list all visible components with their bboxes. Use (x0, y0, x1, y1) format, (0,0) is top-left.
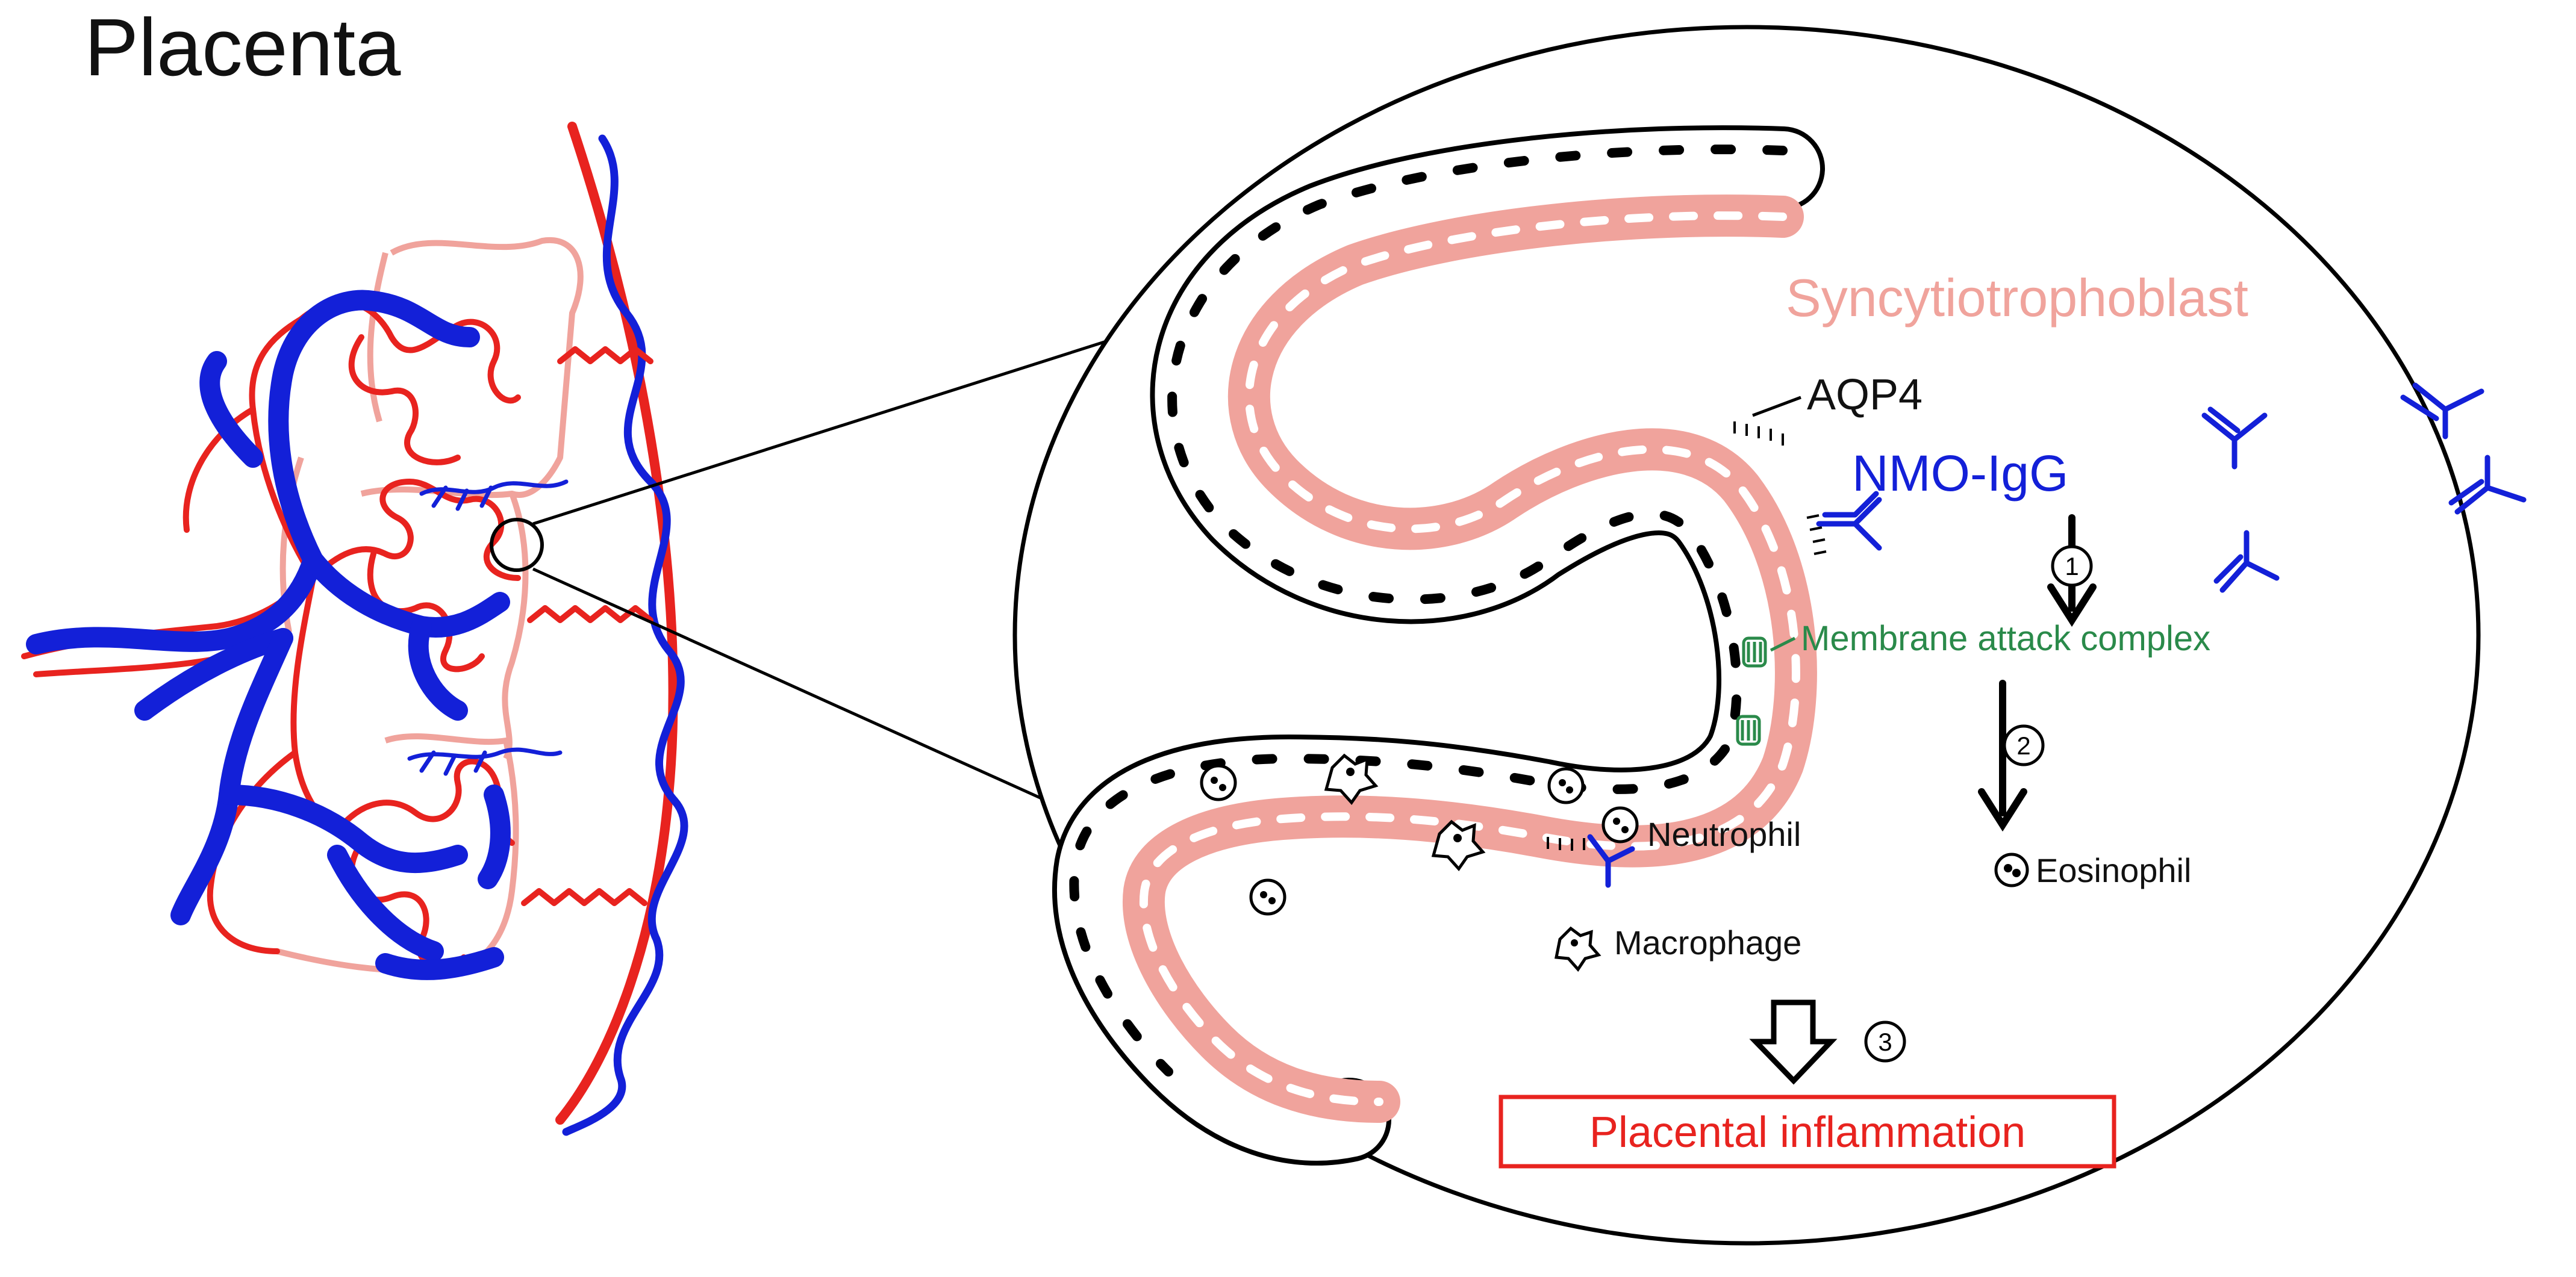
villus-tissue (1052, 125, 1825, 1166)
nmo-igg-label: NMO-IgG (1852, 445, 2068, 502)
neutrophil-cell (1547, 767, 1585, 804)
nmo-igg-antibodies (1587, 382, 2527, 888)
inflammation-arrow (1749, 999, 1838, 1085)
neutrophil-label: Neutrophil (1647, 815, 1801, 853)
macrophage-label: Macrophage (1614, 924, 1801, 962)
syncytiotrophoblast-label: Syncytiotrophoblast (1786, 268, 2248, 328)
aqp4-channels (1547, 421, 1827, 851)
neutrophil-cell (1249, 878, 1286, 916)
eosinophil-label: Eosinophil (2036, 851, 2191, 889)
macrophage-cell (1324, 753, 1379, 806)
macrophage-cell (1431, 819, 1486, 872)
aqp4-label: AQP4 (1807, 371, 1923, 419)
zoom-line-top (532, 329, 1139, 526)
step-markers (1864, 545, 2093, 1063)
inflammation-label: Placental inflammation (1589, 1108, 2026, 1157)
inflammation-box (1499, 1095, 2116, 1169)
step-1: 1 (2065, 552, 2079, 580)
zoom-line-bottom (532, 567, 1061, 809)
maternal-wall-arc (555, 122, 678, 1125)
placenta-overview (21, 122, 688, 1136)
step-3: 3 (1878, 1028, 1892, 1056)
zoom-circle (490, 518, 544, 572)
mac-label: Membrane attack complex (1801, 619, 2210, 658)
figure-title: Placenta (84, 2, 401, 93)
macrophage-cell (1555, 926, 1601, 972)
neutrophil-cell (1200, 764, 1237, 801)
neutrophil-cell (1601, 806, 1639, 844)
mac-symbols (1736, 636, 1796, 746)
step-2: 2 (2016, 732, 2030, 760)
